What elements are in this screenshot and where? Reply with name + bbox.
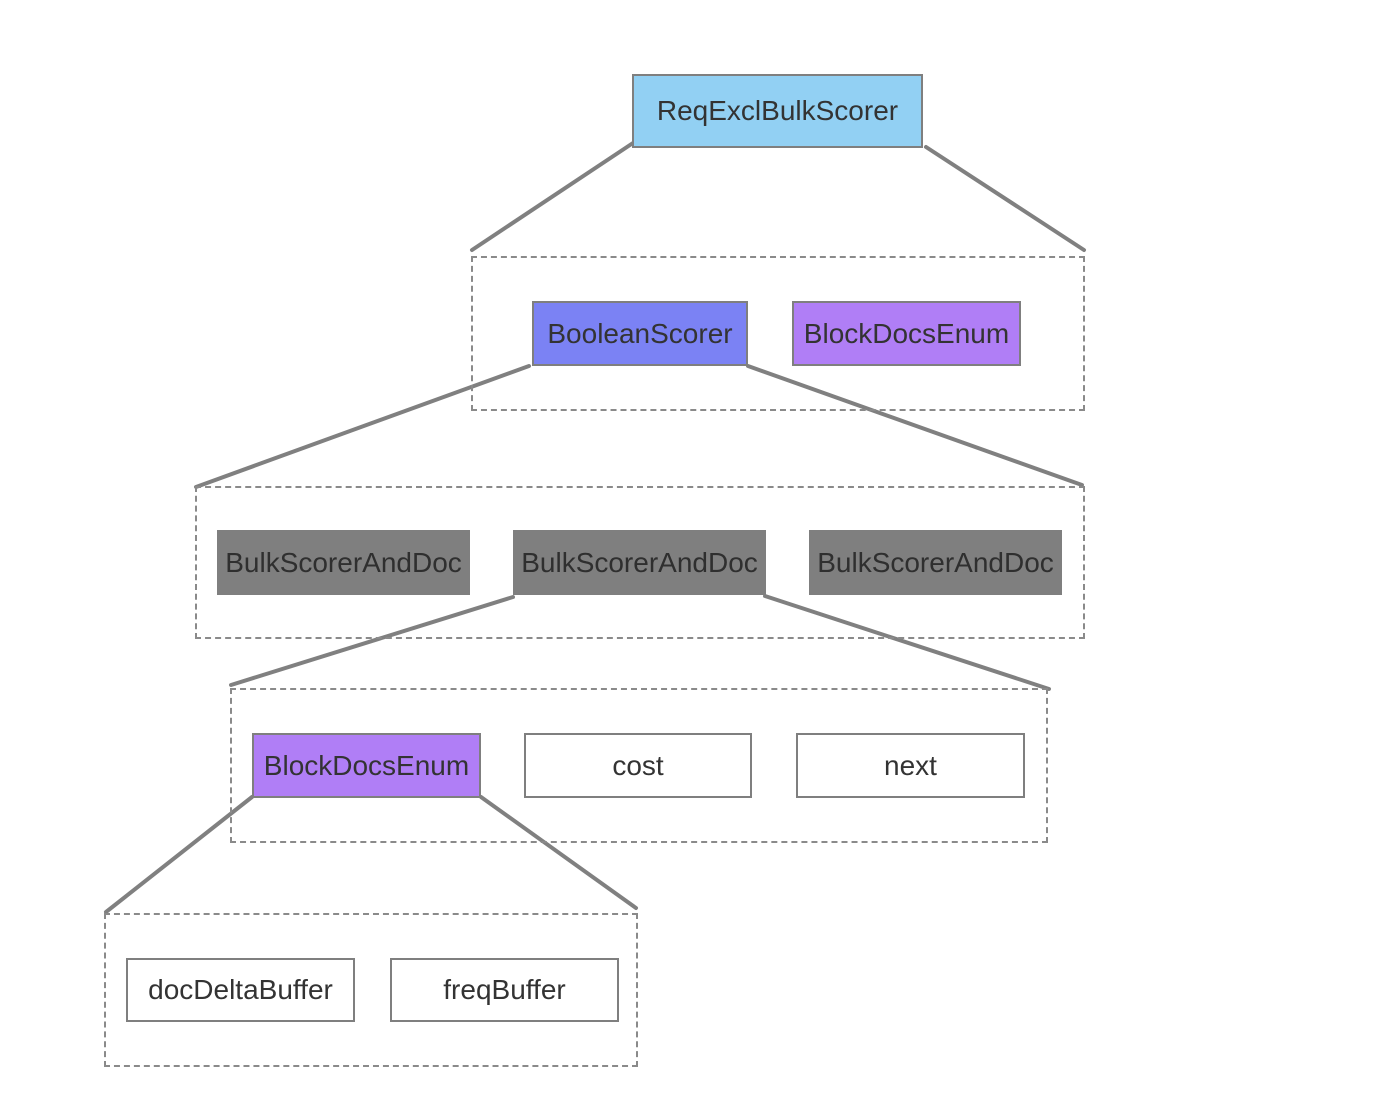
node-block-docs-enum-inner: BlockDocsEnum (252, 733, 481, 798)
node-bulk-scorer-and-doc-1: BulkScorerAndDoc (217, 530, 470, 595)
node-label: next (884, 749, 937, 781)
node-label: BlockDocsEnum (803, 317, 1010, 349)
node-label: BlockDocsEnum (263, 749, 470, 781)
node-bulk-scorer-and-doc-2: BulkScorerAndDoc (513, 530, 766, 595)
node-label: cost (612, 749, 664, 781)
node-block-docs-enum-top: BlockDocsEnum (792, 301, 1021, 366)
group-level-1 (471, 256, 1085, 411)
connector-root-right (924, 145, 1086, 252)
group-level-3 (230, 688, 1048, 843)
node-label: BulkScorerAndDoc (817, 546, 1054, 578)
node-label: ReqExclBulkScorer (656, 95, 899, 126)
connector-enum-left (104, 795, 254, 914)
connector-bulk-right (763, 594, 1051, 691)
node-label: BulkScorerAndDoc (225, 546, 462, 578)
node-boolean-scorer: BooleanScorer (532, 301, 748, 366)
node-label: BulkScorerAndDoc (521, 546, 758, 578)
node-label: freqBuffer (443, 974, 566, 1005)
node-label: BooleanScorer (547, 317, 733, 349)
connector-boolean-left (194, 364, 531, 489)
node-bulk-scorer-and-doc-3: BulkScorerAndDoc (809, 530, 1062, 595)
node-freq-buffer: freqBuffer (390, 958, 619, 1022)
node-cost: cost (524, 733, 752, 798)
group-level-2 (195, 486, 1085, 639)
connector-bulk-left (229, 595, 515, 687)
connector-root-left (470, 141, 635, 252)
node-doc-delta-buffer: docDeltaBuffer (126, 958, 355, 1022)
node-label: docDeltaBuffer (148, 974, 333, 1005)
node-next: next (796, 733, 1025, 798)
connector-boolean-right (746, 364, 1084, 487)
node-req-excl-bulk-scorer: ReqExclBulkScorer (632, 74, 923, 148)
connector-enum-right (479, 795, 638, 910)
group-level-4 (104, 913, 638, 1067)
